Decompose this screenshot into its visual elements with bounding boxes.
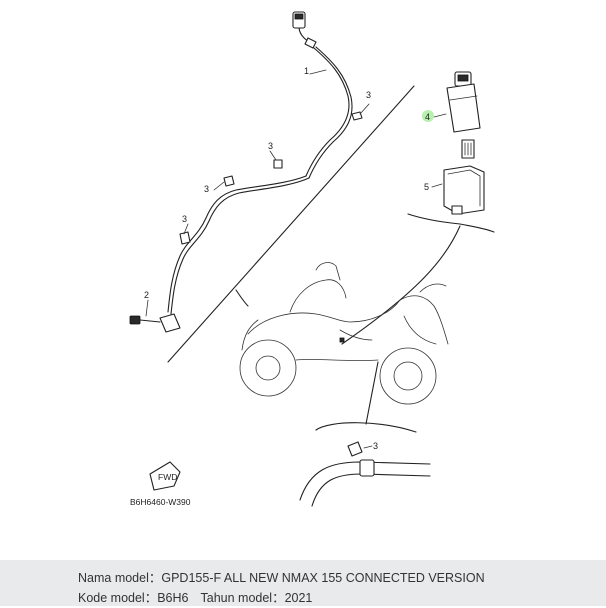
parts-diagram: 1 2 3 3 3 3 4 5 [129,11,495,507]
bracket [443,165,485,215]
model-code-row: Kode model：B6H6 Tahun model：2021 [78,588,606,608]
model-name-value: GPD155-F ALL NEW NMAX 155 CONNECTED VERS… [161,571,485,585]
fwd-arrow: FWD [149,461,181,491]
callout-4: 4 [425,112,430,122]
highlight-4 [422,110,434,122]
callout-3d: 3 [182,214,187,224]
model-code-label: Kode model： [78,591,158,605]
pipe-clamp-detail: 3 [299,441,431,507]
callout-3c: 3 [204,184,209,194]
callout-2: 2 [144,290,149,300]
callout-5: 5 [424,182,429,192]
sensor-harness [129,11,363,333]
model-info-panel: Nama model：GPD155-F ALL NEW NMAX 155 CON… [0,560,606,606]
callout-lines [145,69,447,317]
callout-3a: 3 [366,90,371,100]
callout-1: 1 [304,66,309,76]
model-year-value: 2021 [284,591,313,605]
section-dividers [167,85,495,433]
callout-3-detail: 3 [373,441,378,451]
callout-numbers: 1 2 3 3 3 3 4 5 [144,66,434,300]
figure-code: B6H6460-W390 [130,497,191,507]
callout-3b: 3 [268,141,273,151]
fwd-label: FWD [158,472,177,482]
control-unit [446,71,481,159]
model-name-row: Nama model：GPD155-F ALL NEW NMAX 155 CON… [78,568,606,588]
model-code-value: B6H6 [157,591,189,605]
model-year-label: Tahun model： [200,591,285,605]
model-name-label: Nama model： [78,571,162,585]
scooter-outline [239,262,449,405]
